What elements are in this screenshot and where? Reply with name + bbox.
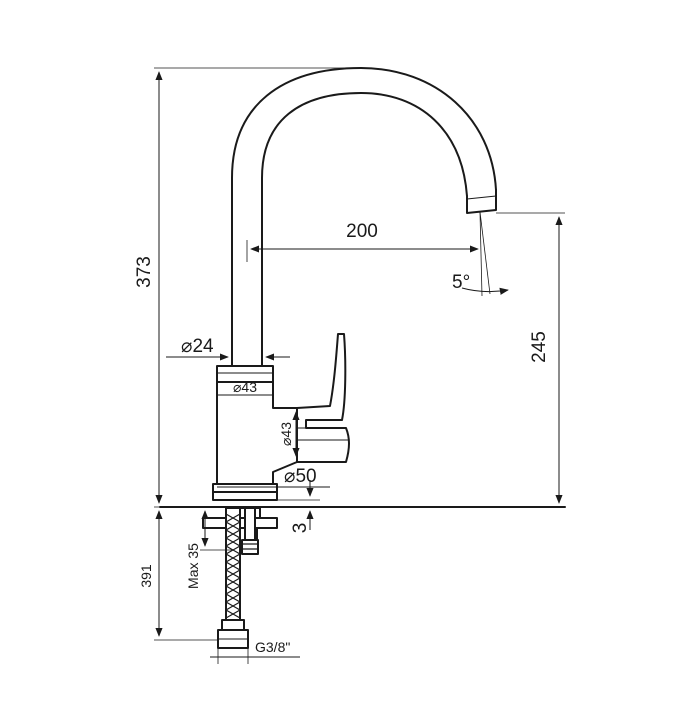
body-diameter-label: ⌀43 [278,422,294,446]
dimension-labels: 373 200 5° 245 ⌀24 ⌀43 ⌀43 ⌀50 3 Max 35 … [134,221,550,655]
hose-braid-pattern [225,513,241,619]
angle-arc [461,287,509,295]
base-ring-bottom [212,491,278,501]
dimension-lines [154,67,565,664]
hose-length-label: 391 [138,564,154,588]
base-diameter-label: ⌀50 [284,466,317,487]
lever-handle [296,333,350,463]
thread-label: G3/8" [255,639,290,655]
rod-nut-lines [242,543,258,550]
base-thickness-label: 3 [290,523,311,534]
spout-height-label: 245 [529,331,550,363]
collar [216,365,274,383]
reach-label: 200 [346,221,378,242]
spout-inner-curve [261,92,468,367]
spout-outer-curve [231,67,497,367]
spout-tip [466,189,497,214]
angle-axis-vertical [479,211,483,297]
angle-axis-tilted [479,211,491,295]
hose-ferrule [221,619,245,631]
spout-diameter-label: ⌀24 [181,336,214,357]
spout-angle-label: 5° [452,272,470,293]
collar-diameter-label: ⌀43 [233,379,257,395]
total-height-label: 373 [134,256,155,288]
faucet-outline [159,67,566,649]
spout-tip-ring [466,195,497,200]
max-deck-label: Max 35 [185,543,201,589]
base-ring-top [212,483,278,493]
rod-end-nut [241,539,259,555]
